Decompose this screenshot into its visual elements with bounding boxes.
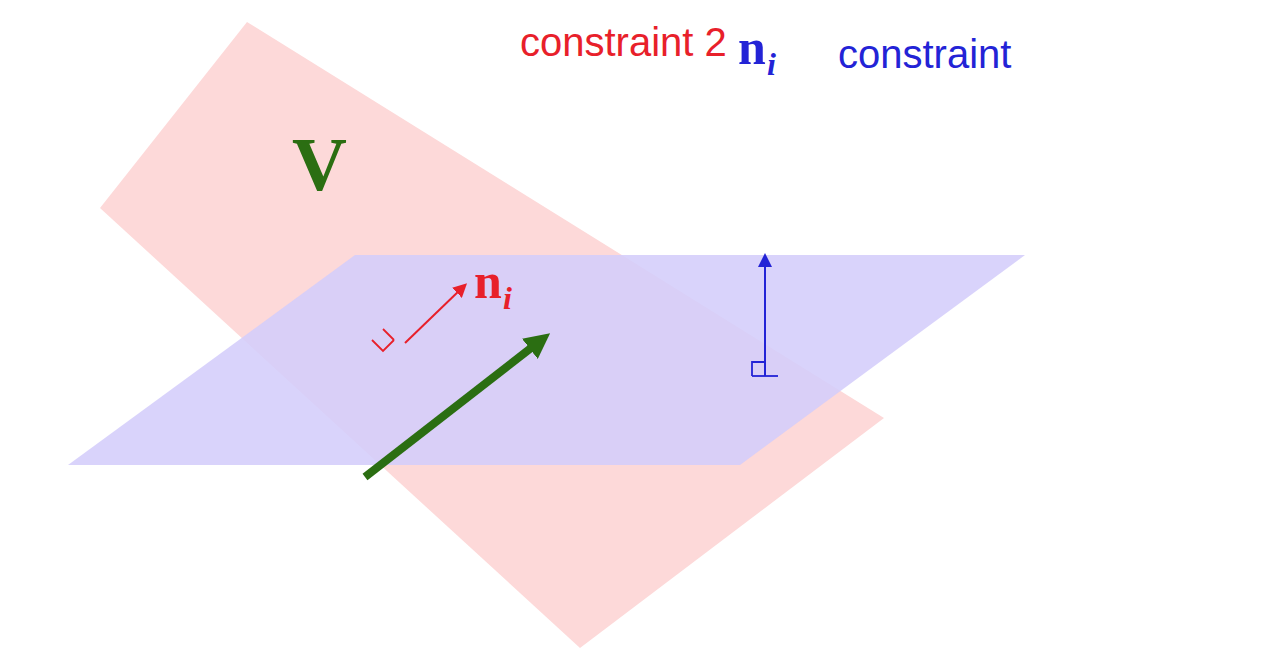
plane-label: constraint 2	[520, 22, 727, 62]
red-normal	[405, 288, 462, 343]
normal-subscript: i	[767, 48, 776, 80]
right-angle-mark	[752, 375, 778, 377]
right-angle-mark	[752, 362, 765, 376]
blue-plane	[68, 255, 1025, 465]
right-angle-mark	[372, 340, 394, 351]
plane-label: constraint	[838, 34, 1011, 74]
vector-arrow	[365, 341, 540, 477]
right-angle-mark	[383, 329, 394, 340]
normal-symbol: n	[738, 22, 766, 72]
normal-subscript: i	[503, 282, 512, 314]
normal-symbol: n	[474, 256, 502, 306]
blue-normal	[764, 260, 766, 376]
vector-symbol: V	[292, 126, 347, 202]
